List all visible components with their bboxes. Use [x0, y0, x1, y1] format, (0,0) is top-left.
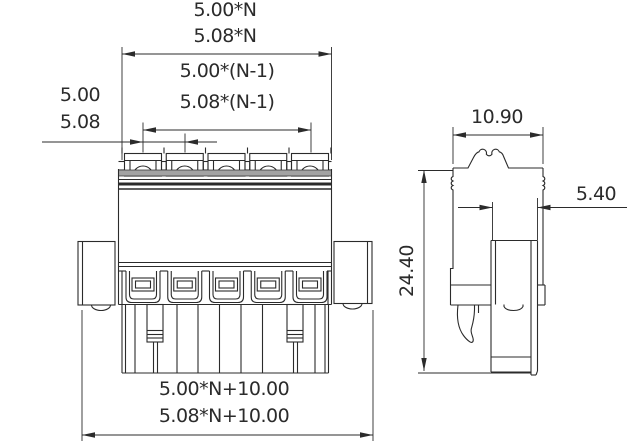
rear-plug-block	[490, 239, 539, 376]
left-flange	[77, 240, 116, 312]
dim-label-side-height: 24.40	[396, 245, 418, 297]
front-dimension-arrows	[82, 51, 373, 438]
contact-slot-row	[118, 270, 332, 305]
front-view	[42, 47, 374, 441]
clamp-divider-ticks	[121, 147, 332, 154]
dim-label-pitch-1: 5.00	[59, 84, 101, 106]
dim-label-span-1: 5.00*(N-1)	[179, 60, 275, 82]
dim-label-pitch-width-1: 5.00*N	[193, 0, 257, 21]
dim-label-pitch-width-2: 5.08*N	[193, 25, 257, 47]
latch-pin-right	[286, 303, 304, 373]
right-flange	[333, 240, 373, 310]
dim-label-span-2: 5.08*(N-1)	[179, 91, 275, 113]
side-dimension-arrows	[421, 132, 551, 371]
housing-top-band	[118, 169, 332, 190]
front-body	[77, 147, 373, 374]
side-view	[418, 127, 627, 376]
dim-label-pitch-2: 5.08	[59, 111, 101, 133]
side-body	[449, 148, 546, 376]
front-dimension-lines	[42, 47, 374, 441]
dim-label-overall-1: 5.00*N+10.00	[158, 378, 290, 400]
dim-label-overall-2: 5.08*N+10.00	[158, 405, 290, 427]
plug-shroud	[121, 303, 330, 374]
side-dimension-lines	[418, 127, 627, 374]
side-top-profile	[453, 148, 543, 169]
dim-label-side-tab: 5.40	[575, 183, 617, 205]
dim-label-side-width: 10.90	[471, 106, 523, 128]
latch-pin-left	[146, 303, 164, 373]
release-latch-hook	[456, 304, 476, 343]
